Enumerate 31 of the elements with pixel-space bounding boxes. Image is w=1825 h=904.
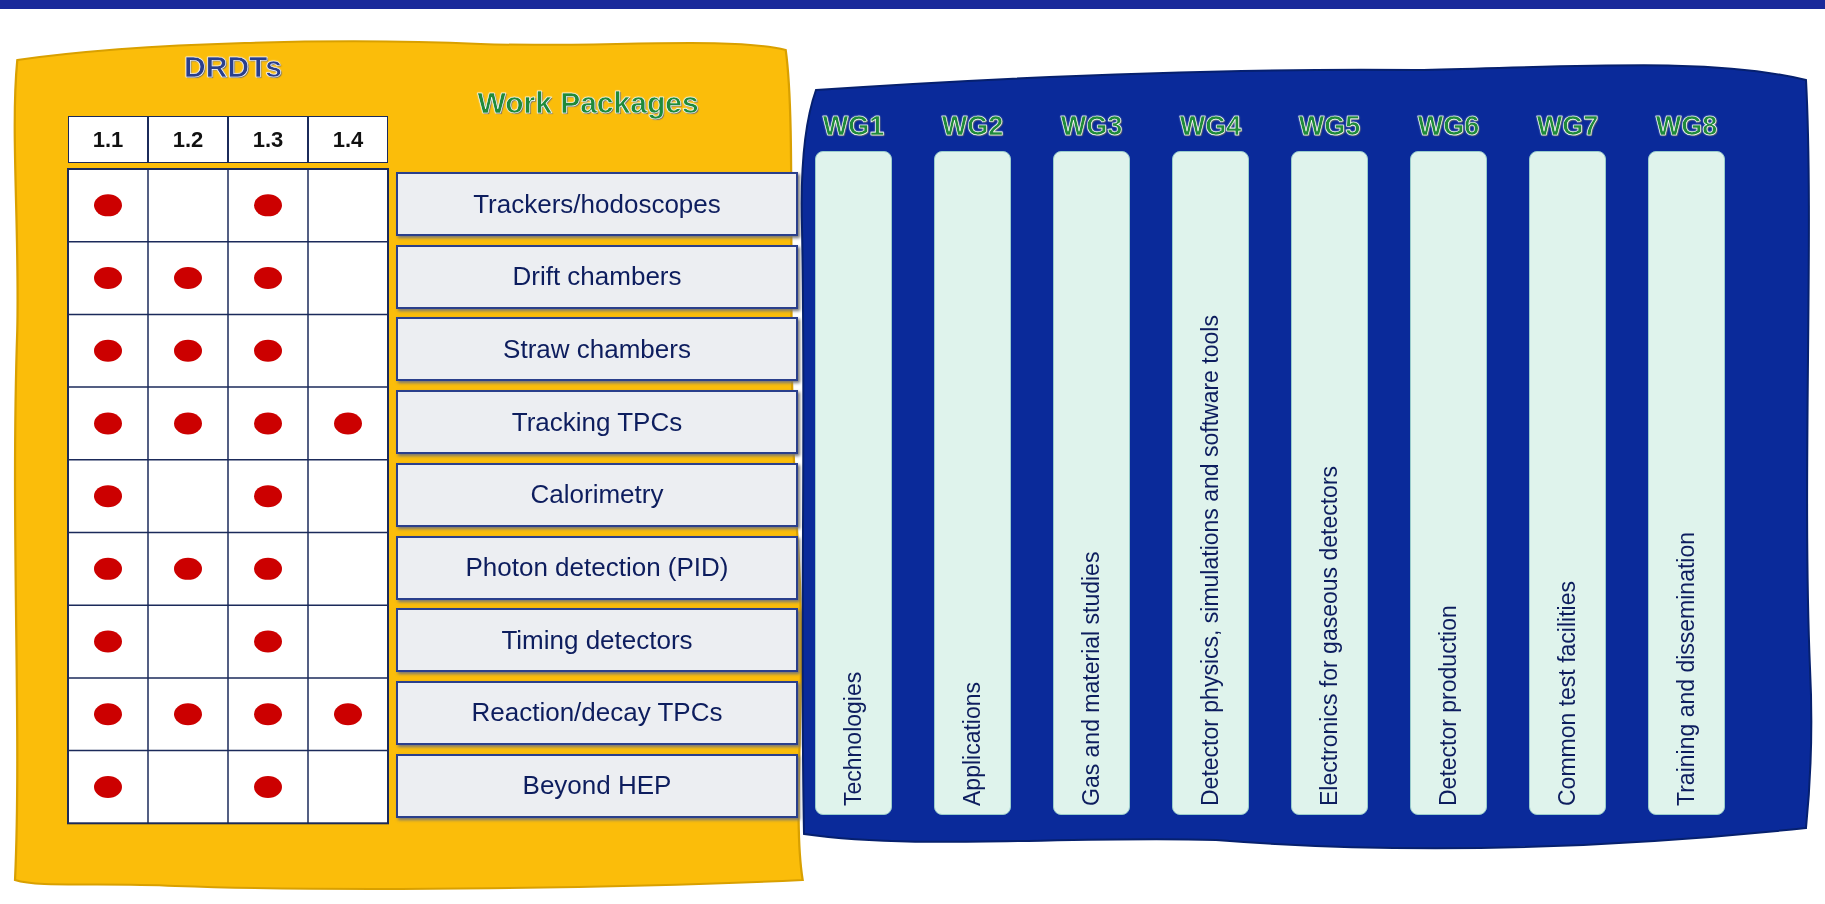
working-group-name: Detector production xyxy=(1434,604,1463,808)
panel-heading: Work Packages xyxy=(477,86,699,120)
working-group-heading: WG7 xyxy=(1536,111,1599,142)
working-group-heading: WG5 xyxy=(1298,111,1361,142)
work-package-box: Tracking TPCs xyxy=(396,390,798,455)
working-group-name: Technologies xyxy=(839,670,868,808)
column-header: 1.2 xyxy=(148,116,228,163)
work-package-box: Calorimetry xyxy=(396,462,798,527)
work-package-box: Straw chambers xyxy=(396,317,798,382)
work-package-box: Timing detectors xyxy=(396,608,798,673)
working-group-heading: WG3 xyxy=(1060,111,1123,142)
working-group-heading: WG4 xyxy=(1179,111,1242,142)
work-package-box: Trackers/hodoscopes xyxy=(396,172,798,236)
column-header: 1.3 xyxy=(228,116,308,163)
working-group-name: Detector physics, simulations and software tools xyxy=(1196,314,1225,808)
work-package-box: Beyond HEP xyxy=(396,753,798,818)
working-group-name: Electronics for gaseous detectors xyxy=(1315,464,1344,808)
working-group-heading: WG2 xyxy=(941,111,1004,142)
work-package-box: Drift chambers xyxy=(396,244,798,309)
column-header: 1.1 xyxy=(68,116,148,163)
working-group-heading: WG8 xyxy=(1655,111,1718,142)
work-package-box: Photon detection (PID) xyxy=(396,535,798,600)
panel-heading: DRDTs xyxy=(184,50,282,84)
working-group-heading: WG6 xyxy=(1417,111,1480,142)
working-group-heading: WG1 xyxy=(822,111,885,142)
column-header: 1.4 xyxy=(308,116,388,163)
working-group-name: Common test facilities xyxy=(1553,580,1582,808)
work-package-box: Reaction/decay TPCs xyxy=(396,680,798,745)
working-group-name: Gas and material studies xyxy=(1077,550,1106,808)
working-group-name: Training and dissemination xyxy=(1672,530,1701,808)
working-group-name: Applications xyxy=(958,680,987,808)
